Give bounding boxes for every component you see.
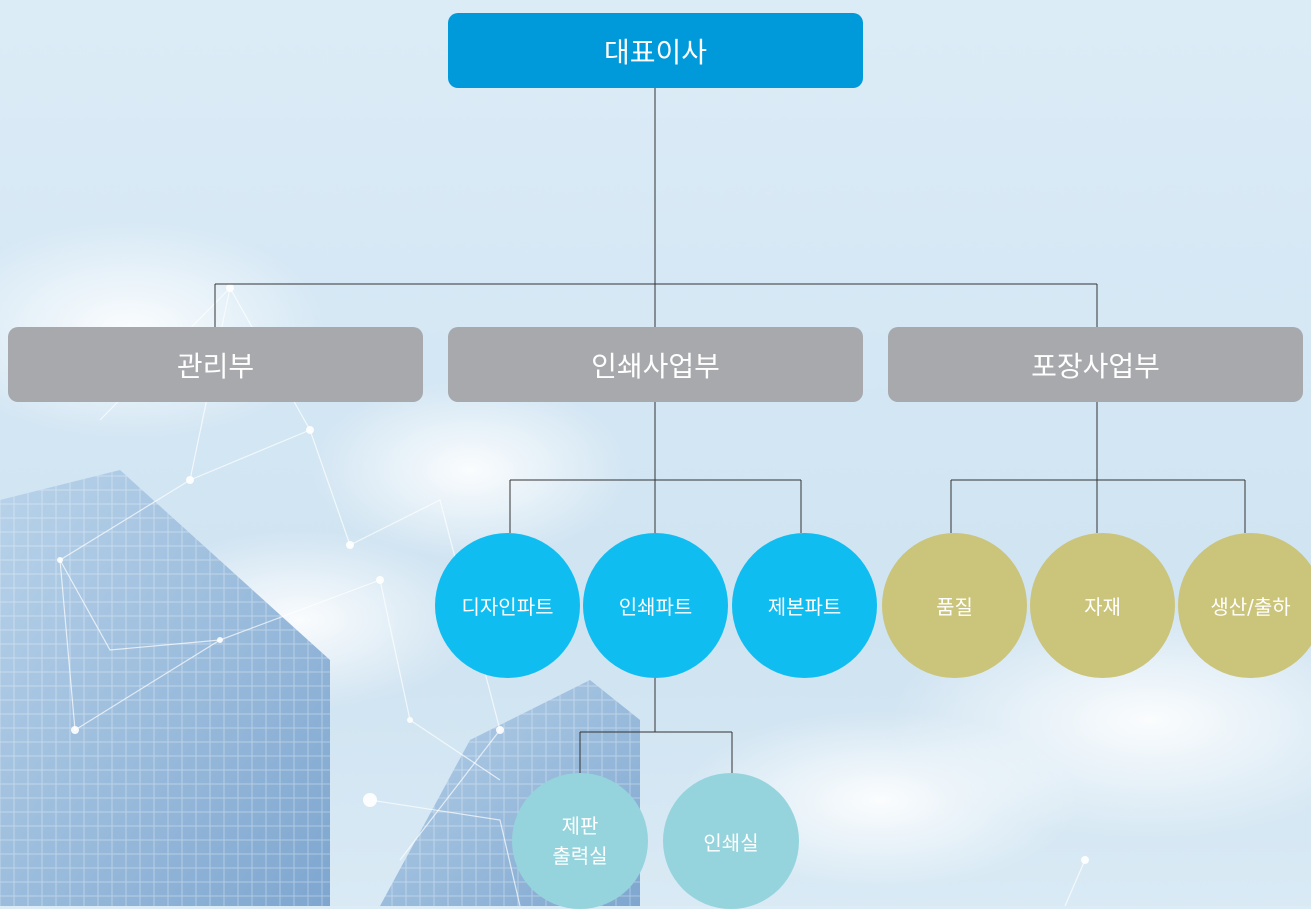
sub-plate-output-line2: 출력실 — [552, 844, 608, 868]
dept-printing-box: 인쇄사업부 — [448, 327, 863, 402]
part-printing-circle: 인쇄파트 — [583, 533, 728, 678]
sub-press-room-label: 인쇄실 — [703, 830, 759, 855]
dept-printing-label: 인쇄사업부 — [591, 349, 720, 383]
part-production-shipping-circle: 생산/출하 — [1178, 533, 1311, 678]
part-design-circle: 디자인파트 — [435, 533, 580, 678]
dept-management-box: 관리부 — [8, 327, 423, 402]
dept-packaging-label: 포장사업부 — [1031, 349, 1160, 383]
part-production-shipping-label: 생산/출하 — [1210, 595, 1291, 619]
part-design-label: 디자인파트 — [461, 595, 554, 619]
sub-plate-output-circle: 제판 출력실 — [512, 773, 648, 909]
ceo-box: 대표이사 — [448, 13, 863, 88]
part-quality-circle: 품질 — [882, 533, 1027, 678]
dept-management-label: 관리부 — [176, 349, 255, 383]
part-materials-circle: 자재 — [1030, 533, 1175, 678]
part-printing-label: 인쇄파트 — [618, 595, 693, 619]
sub-plate-output-text: 제판 출력실 — [552, 811, 607, 871]
sub-plate-output-line1: 제판 — [561, 814, 599, 838]
sub-press-room-circle: 인쇄실 — [663, 773, 799, 909]
part-binding-label: 제본파트 — [767, 595, 842, 619]
dept-packaging-box: 포장사업부 — [888, 327, 1303, 402]
ceo-label: 대표이사 — [603, 35, 708, 69]
part-quality-label: 품질 — [936, 595, 973, 619]
part-materials-label: 자재 — [1084, 595, 1121, 619]
part-binding-circle: 제본파트 — [732, 533, 877, 678]
